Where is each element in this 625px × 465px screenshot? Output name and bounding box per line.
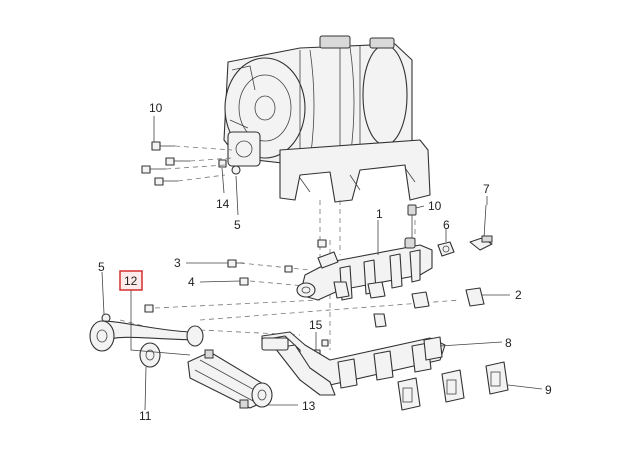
callout-7: 7: [483, 182, 490, 196]
callout-2: 2: [515, 288, 522, 302]
callout-1: 1: [376, 207, 383, 221]
callout-11: 11: [139, 409, 152, 423]
callout-12: 12: [124, 274, 138, 288]
callout-6: 6: [443, 218, 450, 232]
leader-lines: [101, 116, 543, 411]
callout-10-middle: 10: [428, 199, 442, 213]
egr-gasket: [139, 342, 161, 368]
aftertreatment-canister: [223, 35, 431, 203]
callout-4: 4: [188, 275, 195, 289]
exhaust-manifold-lower: [261, 331, 446, 396]
callout-13: 13: [302, 399, 316, 413]
highlight-box-12: [119, 270, 143, 291]
callout-9: 9: [545, 383, 552, 397]
manifold-gaskets-upper: [333, 281, 485, 328]
exhaust-manifold-upper: [296, 204, 433, 301]
egr-pipe: [89, 320, 204, 352]
callout-5-upper: 5: [234, 218, 241, 232]
callout-15: 15: [309, 318, 323, 332]
manifold-gaskets-lower: [397, 361, 509, 411]
sensor-and-nut: [437, 204, 493, 257]
callout-labels: 10 14 5 1 10 6 7 3 4 5 2 12 11 13 15 8 9: [98, 101, 552, 423]
callout-3: 3: [174, 256, 181, 270]
callout-8: 8: [505, 336, 512, 350]
callout-14: 14: [216, 197, 230, 211]
callout-10-upper: 10: [149, 101, 163, 115]
bolt-group-upper-left: [141, 141, 241, 186]
callout-5-lower: 5: [98, 260, 105, 274]
egr-cooler: [187, 349, 273, 409]
